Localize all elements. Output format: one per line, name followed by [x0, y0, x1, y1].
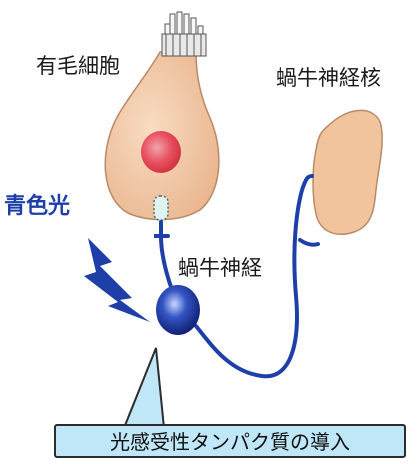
lightning-bolt-icon: [84, 238, 150, 322]
ganglion-cell: [156, 285, 200, 335]
synaptic-vesicle: [154, 196, 168, 220]
stereocilia-bundle: [162, 12, 206, 56]
cochlear-nucleus-shape: [313, 110, 382, 234]
cell-nucleus: [141, 131, 181, 173]
hair-cell-label: 有毛細胞: [36, 56, 120, 77]
nerve-fiber-branch: [300, 240, 318, 245]
callout-pointer: [124, 348, 164, 428]
cochlear-nucleus-label: 蝸牛神経核: [276, 68, 381, 89]
blue-light-label: 青色光: [4, 196, 70, 218]
callout-text: 光感受性タンパク質の導入: [56, 432, 404, 452]
cochlear-nerve-label: 蝸牛神経: [178, 258, 262, 279]
nerve-fiber-peripheral: [154, 222, 172, 290]
callout-box: 光感受性タンパク質の導入: [54, 424, 406, 458]
